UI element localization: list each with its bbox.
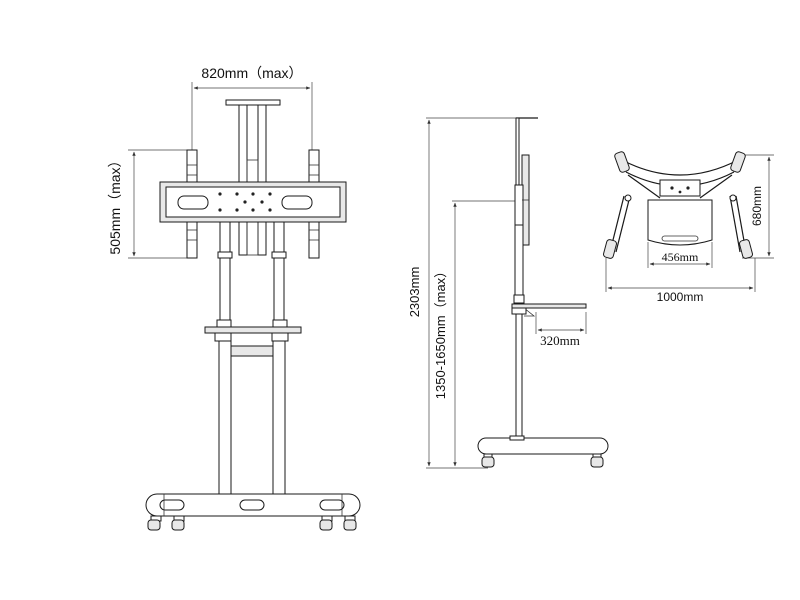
top-shelf-width-dimension [647,242,713,268]
top-shelf-width-label: 456mm [662,250,699,264]
top-base-width-dimension [605,258,756,292]
side-adjust-label: 1350-1650mm（max） [433,265,448,399]
top-base-width-label: 1000mm [657,290,704,304]
top-legs [603,151,753,259]
front-width-label: 820mm（max） [201,65,302,81]
side-view: 2303mm 1350-1650mm（max） [407,117,609,469]
front-mount-plate [159,181,347,223]
side-shelf-label: 320mm [540,333,580,348]
side-total-height-dimension [426,117,520,469]
front-upper-posts [217,221,287,323]
side-shelf-dimension [535,312,587,334]
side-shelf [511,303,587,317]
front-base [145,493,361,517]
front-middle-shelf [204,319,302,342]
side-pole [513,224,525,439]
top-curved-bar [621,159,739,197]
front-height-label: 505mm（max） [107,153,123,254]
front-wheels [147,515,357,531]
front-top-shelf [225,99,281,256]
front-view: 820mm（max） 505mm（max） [107,65,361,531]
front-lower-columns [218,340,286,502]
top-view: 680mm [603,151,774,304]
side-base [477,435,609,468]
side-adjust-dimension [452,200,520,467]
top-depth-label: 680mm [750,186,764,226]
side-total-height-label: 2303mm [407,267,422,318]
front-width-dimension [191,82,313,150]
top-shelf [647,199,713,246]
front-height-dimension [128,149,192,259]
